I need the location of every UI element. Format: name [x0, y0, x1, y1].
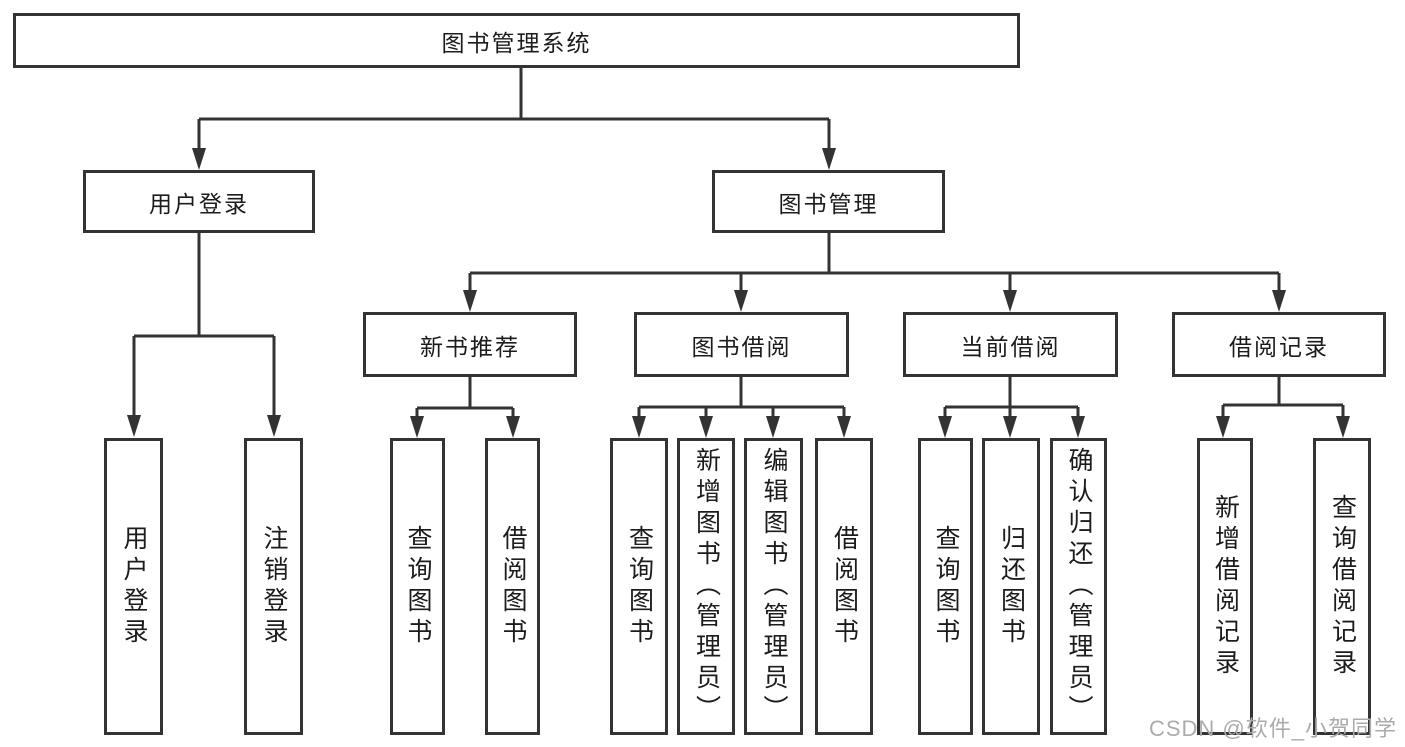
connector-book-management [468, 233, 1281, 292]
leaf-records-query-record: 查询借阅记录 [1313, 438, 1371, 735]
node-borrow-records: 借阅记录 [1172, 312, 1386, 377]
node-user-login-label: 用户登录 [149, 190, 249, 217]
leaf-borrow-query-books-label: 查询图书 [625, 524, 654, 649]
connector-records [1221, 377, 1345, 418]
arrowheads-book-management [463, 290, 1286, 312]
node-root: 图书管理系统 [13, 13, 1020, 68]
leaf-borrow-query-books: 查询图书 [610, 438, 668, 735]
arrowheads-user-login [127, 415, 281, 437]
node-book-borrow: 图书借阅 [634, 312, 849, 377]
connector-user-login [132, 233, 276, 417]
connector-borrow [637, 377, 846, 418]
leaf-borrow-add-books-admin-label: 新增图书（管理员） [692, 447, 721, 726]
arrowheads-recommend [410, 416, 520, 438]
leaf-recommend-query-books-label: 查询图书 [404, 524, 432, 649]
leaf-current-return-books-label: 归还图书 [997, 524, 1026, 649]
arrowheads-current [938, 416, 1085, 438]
leaf-records-add-record: 新增借阅记录 [1197, 438, 1253, 735]
leaf-current-return-books: 归还图书 [982, 438, 1040, 735]
connector-recommend [415, 377, 515, 418]
connector-current [943, 377, 1080, 418]
node-book-borrow-label: 图书借阅 [691, 333, 792, 360]
leaf-recommend-borrow-books: 借阅图书 [485, 438, 540, 735]
leaf-logout: 注销登录 [244, 438, 303, 735]
leaf-recommend-borrow-books-label: 借阅图书 [499, 524, 527, 649]
leaf-borrow-borrow-books: 借阅图书 [815, 438, 873, 735]
leaf-borrow-add-books-admin: 新增图书（管理员） [677, 438, 735, 735]
arrowheads-root-branch [192, 148, 836, 170]
leaf-records-add-record-label: 新增借阅记录 [1211, 493, 1240, 680]
arrowheads-borrow [632, 416, 851, 438]
node-book-management: 图书管理 [712, 170, 945, 233]
node-borrow-records-label: 借阅记录 [1229, 333, 1329, 360]
leaf-logout-label: 注销登录 [260, 524, 288, 649]
leaf-records-query-record-label: 查询借阅记录 [1328, 493, 1357, 680]
node-root-label: 图书管理系统 [441, 29, 592, 56]
node-current-borrow: 当前借阅 [903, 312, 1118, 377]
leaf-current-confirm-return-admin: 确认归还（管理员） [1050, 438, 1107, 735]
leaf-current-query-books: 查询图书 [918, 438, 973, 735]
leaf-user-login: 用户登录 [104, 438, 163, 735]
node-user-login: 用户登录 [83, 170, 315, 233]
connector-root-branch [197, 68, 831, 150]
csdn-watermark: CSDN @软件_小贺同学 [1148, 716, 1397, 741]
leaf-borrow-borrow-books-label: 借阅图书 [830, 524, 859, 649]
leaf-current-query-books-label: 查询图书 [932, 524, 960, 649]
node-new-book-recommend: 新书推荐 [363, 312, 577, 377]
node-new-book-recommend-label: 新书推荐 [420, 333, 520, 360]
leaf-borrow-edit-books-admin: 编辑图书（管理员） [744, 438, 803, 735]
arrowheads-records [1216, 416, 1350, 438]
leaf-recommend-query-books: 查询图书 [390, 438, 445, 735]
leaf-borrow-edit-books-admin-label: 编辑图书（管理员） [760, 447, 788, 726]
leaf-user-login-label: 用户登录 [120, 524, 148, 649]
node-current-borrow-label: 当前借阅 [960, 333, 1061, 360]
node-book-management-label: 图书管理 [778, 190, 879, 217]
leaf-current-confirm-return-admin-label: 确认归还（管理员） [1065, 447, 1093, 726]
